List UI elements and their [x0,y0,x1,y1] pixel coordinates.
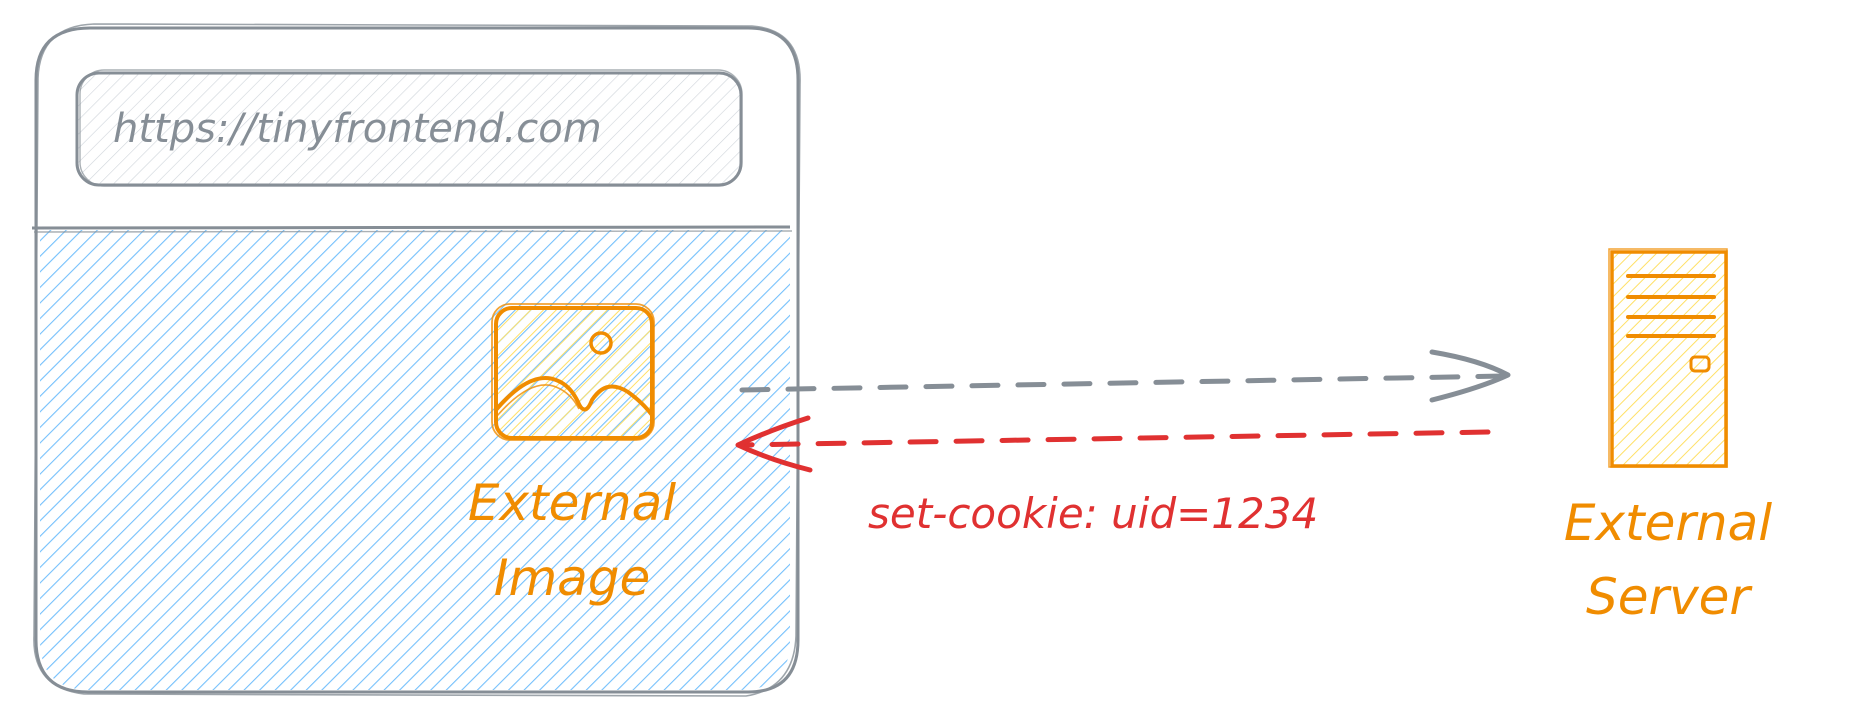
image-icon [491,303,655,441]
response-label: set-cookie: uid=1234 [868,489,1318,538]
server-tower-icon [1608,248,1728,468]
page-content-area [40,230,790,690]
server-label-line1: External [1564,494,1772,552]
url-text: https://tinyfrontend.com [113,106,602,152]
image-label-line1: External [468,474,676,532]
address-bar[interactable]: https://tinyfrontend.com [75,69,743,187]
image-label-line2: Image [494,549,651,607]
server-label-line2: Server [1586,568,1753,626]
browser-frame [34,26,800,694]
browser-window [31,23,801,697]
toolbar-divider [31,225,791,230]
response-arrow [735,415,1491,473]
request-arrow [739,349,1511,403]
